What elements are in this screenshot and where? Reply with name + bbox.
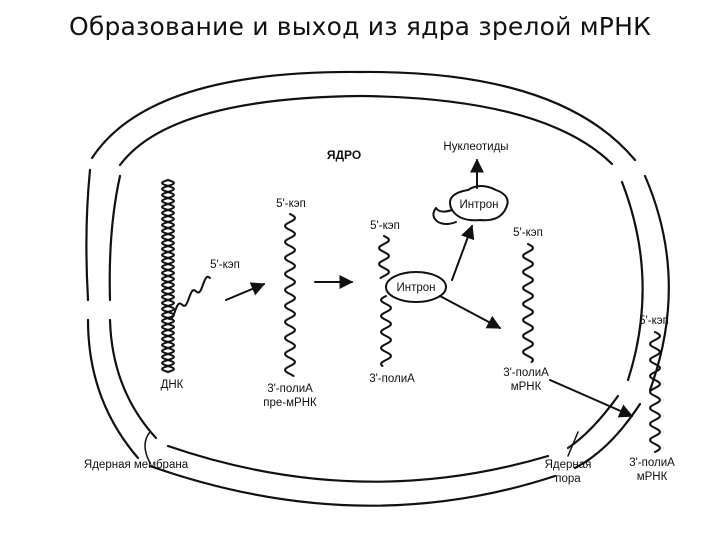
outer-membrane-left — [85, 168, 92, 302]
inner-membrane-left-low — [108, 318, 158, 440]
arrow-transcription-to-pre-mrna — [225, 282, 266, 301]
outer-membrane-top — [90, 70, 637, 162]
inner-membrane-left — [108, 174, 122, 302]
released-intron-bubble — [449, 185, 509, 222]
dna-label: ДНК — [161, 379, 184, 391]
arrow-to-mature-mrna — [439, 295, 502, 329]
intron-loop-bubble — [385, 271, 447, 303]
outer-membrane-bottom-right — [573, 402, 642, 470]
released-intron-tail — [432, 207, 457, 225]
splicing-upper-strand — [378, 235, 390, 279]
mature-mrna-in-nucleus — [522, 243, 534, 363]
pre-mrna-label: пре-мРНК — [263, 397, 317, 409]
inner-membrane-top — [118, 94, 614, 167]
exported-mrna-strand — [649, 331, 661, 453]
arrow-splice-to-intron — [451, 224, 475, 281]
mrna-polya-label: 3'-полиА — [503, 367, 549, 379]
exported-mrna-label: мРНК — [637, 471, 668, 483]
nuclear-pore-label-line2: пора — [555, 473, 581, 485]
inner-membrane-right — [620, 180, 644, 382]
exported-cap-label: 5'-кэп — [639, 315, 669, 327]
inner-membrane-bottom — [166, 444, 550, 483]
exported-polya-label: 3'-полиА — [629, 457, 675, 469]
released-intron-label: Интрон — [459, 199, 498, 211]
nucleus-label: ЯДРО — [327, 148, 361, 162]
splicing-polya-label: 3'-полиА — [369, 373, 415, 385]
dna-strand-b — [161, 179, 175, 373]
mrna-label: мРНК — [511, 381, 542, 393]
tail-cap-label: 5'-кэп — [210, 259, 240, 271]
splicing-cap-label: 5'-кэп — [370, 220, 400, 232]
slide-title: Образование и выход из ядра зрелой мРНК — [68, 12, 652, 41]
splicing-intron-label: Интрон — [396, 282, 435, 294]
nascent-rna-tail — [167, 275, 211, 321]
nuclear-pore-label-line1: Ядерная — [545, 459, 592, 471]
nuclear-envelope — [85, 70, 670, 507]
nuclear-membrane-label: Ядерная мембрана — [84, 459, 189, 471]
mrna-cap-label: 5'-кэп — [513, 227, 543, 239]
nucleotides-label: Нуклеотиды — [443, 141, 508, 153]
pre-mrna-polya-label: 3'-полиА — [267, 383, 313, 395]
membrane-pointer-line — [144, 431, 151, 464]
outer-membrane-left-low — [86, 318, 140, 460]
outer-membrane-bottom — [148, 464, 557, 507]
pre-mrna-cap-label: 5'-кэп — [276, 198, 306, 210]
pore-pointer-line — [567, 431, 579, 457]
arrow-mrna-export — [549, 379, 634, 418]
outer-membrane-right — [643, 174, 670, 392]
dna-helix — [161, 179, 175, 373]
pre-mrna-strand — [284, 213, 296, 377]
splicing-lower-strand — [380, 295, 392, 367]
